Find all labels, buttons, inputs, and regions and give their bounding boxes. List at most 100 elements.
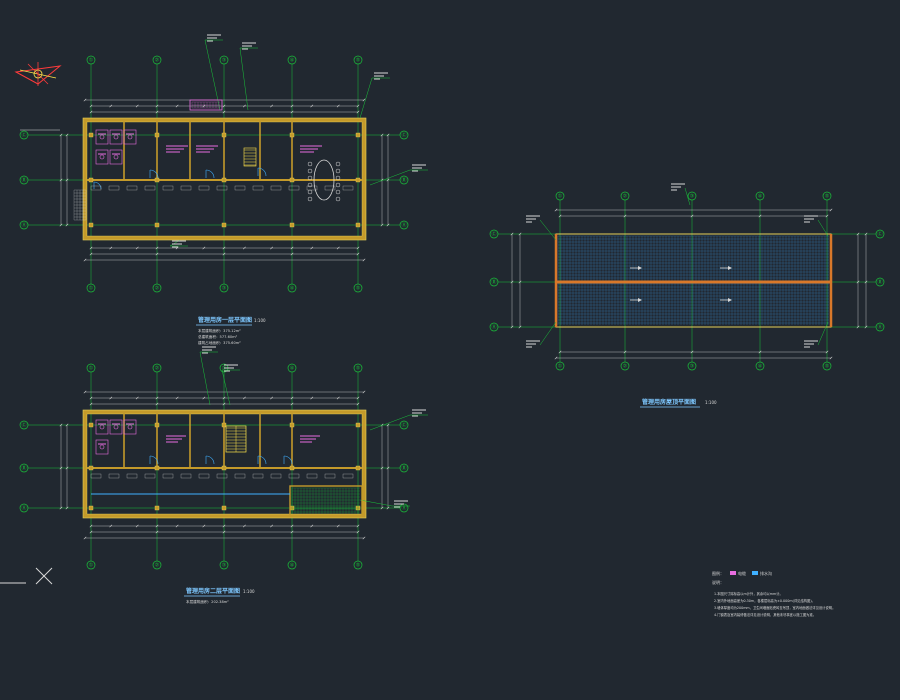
- axis-bubble: [152, 55, 162, 65]
- corridor-detail: [126, 185, 138, 191]
- structural-column: [88, 132, 94, 138]
- dimension-tick: [758, 350, 762, 354]
- axis-label: Ⓑ: [21, 177, 26, 184]
- axis-label: ⑤: [356, 563, 360, 569]
- toilet-fixture: [99, 424, 105, 430]
- slope-arrowhead: [728, 266, 732, 270]
- dimension-tick: [829, 356, 833, 360]
- dimension-tick: [856, 325, 860, 329]
- axis-bubble: [152, 283, 162, 293]
- door-swing: [257, 167, 267, 177]
- axis-bubble: [19, 220, 29, 230]
- axis-label: Ⓑ: [401, 465, 406, 472]
- dimension-tick: [83, 258, 87, 262]
- axis-label: ④: [290, 366, 295, 372]
- toilet-fixture: [113, 154, 119, 160]
- stair: [243, 147, 257, 167]
- corridor-detail: [162, 185, 174, 191]
- structural-column: [355, 222, 361, 228]
- dimension-tick: [202, 524, 206, 528]
- dimension-tick: [155, 402, 159, 406]
- dimension-tick: [518, 232, 522, 236]
- corridor-detail: [144, 185, 156, 191]
- dimension-tick: [310, 524, 314, 528]
- dimension-tick: [65, 133, 69, 137]
- roof-plan-title: 管理用房屋顶平面图: [642, 398, 696, 406]
- note-line-2: 2.室内外地面高差为0.30m，各楼层标高为±0.000m(详见结构图)。: [714, 598, 815, 603]
- axis-bubble: [620, 191, 630, 201]
- dimension-tick: [270, 396, 274, 400]
- axis-label: ④: [290, 58, 295, 64]
- dimension-tick: [356, 530, 360, 534]
- toilet-stall: [95, 419, 109, 435]
- axis-bubble: [353, 560, 363, 570]
- axis-label: Ⓑ: [401, 177, 406, 184]
- corridor-detail: [180, 473, 192, 479]
- axis-bubble: [219, 55, 229, 65]
- corridor-detail: [252, 473, 264, 479]
- dimension-tick: [386, 133, 390, 137]
- axis-label: ③: [222, 286, 226, 292]
- axis-bubble: [620, 361, 630, 371]
- dimension-tick: [310, 104, 314, 108]
- axis-bubble: [822, 361, 832, 371]
- chair-icon: [335, 175, 341, 181]
- toilet-stall: [95, 129, 109, 145]
- axis-bubble: [287, 283, 297, 293]
- exterior-wall-outline: [82, 409, 367, 519]
- structural-column: [88, 465, 94, 471]
- axis-bubble: [86, 560, 96, 570]
- structural-column: [154, 132, 160, 138]
- structural-column: [355, 177, 361, 183]
- dimension-tick: [864, 232, 868, 236]
- corridor-detail: [198, 185, 210, 191]
- axis-label: ②: [155, 58, 160, 64]
- axis-bubble: [19, 130, 29, 140]
- dimension-tick: [356, 104, 360, 108]
- axis-bubble: [287, 363, 297, 373]
- dimension-tick: [89, 246, 93, 250]
- notes-heading: 说明：: [712, 579, 724, 585]
- toilet-stall: [123, 419, 137, 435]
- dimension-tick: [864, 325, 868, 329]
- dimension-tick: [89, 110, 93, 114]
- compass-rose-icon: [14, 62, 62, 86]
- slope-arrowhead: [638, 298, 642, 302]
- dimension-tick: [59, 506, 63, 510]
- corridor-detail: [324, 473, 336, 479]
- leader-line: [199, 351, 211, 406]
- dimension-tick: [386, 466, 390, 470]
- dimension-tick: [109, 246, 113, 250]
- structural-column: [154, 505, 160, 511]
- corridor-detail: [90, 473, 102, 479]
- chair-icon: [307, 189, 313, 195]
- axis-bubble: [219, 560, 229, 570]
- dimension-tick: [356, 402, 360, 406]
- dimension-tick: [554, 356, 558, 360]
- axis-bubble: [399, 175, 409, 185]
- dimension-tick: [222, 530, 226, 534]
- ucs-axis-icon: [0, 567, 53, 585]
- dimension-tick: [59, 223, 63, 227]
- axis-bubble: [399, 420, 409, 430]
- dimension-tick: [175, 396, 179, 400]
- corridor-detail: [342, 185, 354, 191]
- structural-column: [88, 505, 94, 511]
- structural-column: [289, 132, 295, 138]
- axis-label: ④: [290, 563, 295, 569]
- dimension-tick: [356, 252, 360, 256]
- dimension-tick: [290, 396, 294, 400]
- dimension-tick: [222, 252, 226, 256]
- axis-label: ③: [690, 194, 694, 200]
- structural-column: [221, 177, 227, 183]
- door-swing: [149, 455, 159, 465]
- corridor-detail: [216, 473, 228, 479]
- axis-bubble: [399, 130, 409, 140]
- axis-bubble: [755, 361, 765, 371]
- dimension-tick: [270, 104, 274, 108]
- dimension-tick: [290, 246, 294, 250]
- dimension-tick: [623, 350, 627, 354]
